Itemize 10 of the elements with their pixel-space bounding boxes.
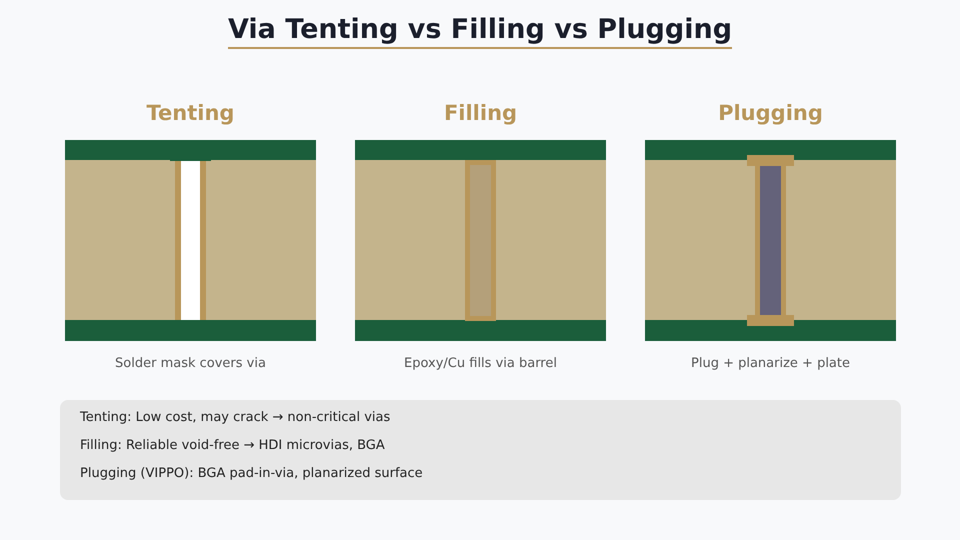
diagram-title: Via Tenting vs Filling vs Plugging: [228, 14, 732, 49]
note-text: Tenting: Low cost, may crack → non-critical vias: [80, 409, 390, 427]
description-label: Plug + planarize + plate: [690, 355, 851, 373]
section-heading: Filling: [442, 100, 518, 127]
section-heading: Tenting: [146, 100, 236, 127]
description-label: Epoxy/Cu fills via barrel: [403, 355, 558, 373]
note-text: Plugging (VIPPO): BGA pad-in-via, planarized surface: [80, 465, 423, 483]
note-text: Filling: Reliable void-free → HDI microvias, BGA: [80, 437, 385, 455]
description-label: Solder mask covers via: [114, 355, 267, 373]
section-heading: Plugging: [717, 100, 824, 127]
